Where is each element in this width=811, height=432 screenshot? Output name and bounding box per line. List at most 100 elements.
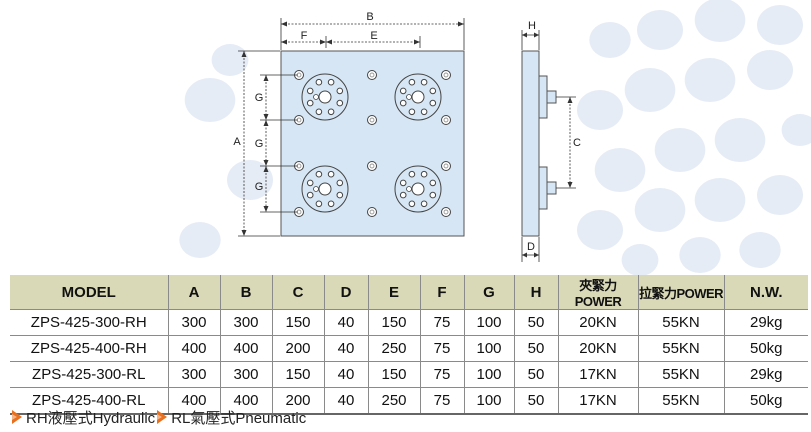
bolt-hole bbox=[399, 191, 407, 199]
mounting-hole-inner bbox=[443, 163, 449, 169]
model-cell: ZPS-425-400-RH bbox=[10, 335, 169, 362]
bolt-hole bbox=[306, 179, 314, 187]
bolt-hole bbox=[336, 99, 344, 107]
value-cell: 40 bbox=[324, 387, 369, 415]
background-dot bbox=[179, 222, 221, 258]
bolt-hole bbox=[408, 170, 416, 178]
background-dot bbox=[634, 188, 686, 232]
bolt-hole bbox=[315, 170, 323, 178]
mounting-hole bbox=[367, 70, 377, 80]
value-cell: 75 bbox=[420, 335, 465, 362]
header-g: G bbox=[464, 275, 515, 310]
value-cell: 50 bbox=[514, 361, 559, 388]
bolt-hole bbox=[306, 87, 314, 95]
header-model: MODEL bbox=[10, 275, 169, 310]
value-cell: 400 bbox=[168, 387, 221, 415]
value-cell: 40 bbox=[324, 335, 369, 362]
bolt-hole bbox=[306, 99, 314, 107]
header-e: E bbox=[368, 275, 421, 310]
bolt-hole bbox=[315, 78, 323, 86]
bolt-hole bbox=[399, 87, 407, 95]
background-dot bbox=[594, 148, 646, 192]
bolt-hole bbox=[420, 170, 428, 178]
value-cell: 50 bbox=[514, 387, 559, 415]
value-cell: 50kg bbox=[724, 335, 808, 362]
legend-pneumatic: RL氣壓式Pneumatic bbox=[171, 409, 307, 427]
dim-label-e: E bbox=[370, 30, 377, 42]
side-pin-top bbox=[546, 90, 557, 104]
side-chuck-bottom bbox=[538, 166, 548, 210]
background-dot bbox=[757, 175, 803, 215]
dim-label-c: C bbox=[573, 137, 581, 149]
value-cell: 250 bbox=[368, 387, 421, 415]
value-cell: 400 bbox=[220, 335, 273, 362]
dim-label-d: D bbox=[527, 241, 535, 253]
mounting-hole-inner bbox=[443, 209, 449, 215]
bolt-hole bbox=[315, 200, 323, 208]
value-cell: 100 bbox=[464, 361, 515, 388]
background-dot bbox=[184, 78, 236, 122]
mounting-hole-inner bbox=[369, 209, 375, 215]
value-cell: 50 bbox=[514, 335, 559, 362]
side-dimension-arrows bbox=[522, 32, 573, 258]
bolt-hole bbox=[420, 200, 428, 208]
value-cell: 200 bbox=[272, 387, 325, 415]
value-cell: 100 bbox=[464, 387, 515, 415]
dimension-arrows bbox=[241, 21, 464, 236]
model-cell: ZPS-425-300-RH bbox=[10, 309, 169, 336]
chuck-center-bore bbox=[411, 182, 425, 196]
value-cell: 100 bbox=[464, 309, 515, 336]
value-cell: 300 bbox=[168, 309, 221, 336]
background-dot bbox=[577, 90, 623, 130]
value-cell: 400 bbox=[220, 387, 273, 415]
value-cell: 17KN bbox=[558, 361, 639, 388]
mounting-hole bbox=[367, 161, 377, 171]
side-pin-bottom bbox=[546, 181, 557, 195]
dimension-lines bbox=[238, 18, 465, 237]
bolt-hole bbox=[408, 108, 416, 116]
value-cell: 250 bbox=[368, 335, 421, 362]
value-cell: 20KN bbox=[558, 309, 639, 336]
bolt-hole bbox=[315, 108, 323, 116]
side-view bbox=[521, 50, 557, 237]
pin-hole bbox=[313, 186, 319, 192]
bolt-hole bbox=[336, 87, 344, 95]
value-cell: 150 bbox=[368, 309, 421, 336]
value-cell: 75 bbox=[420, 309, 465, 336]
mounting-hole-inner bbox=[369, 163, 375, 169]
value-cell: 300 bbox=[220, 309, 273, 336]
chuck-2 bbox=[394, 73, 442, 121]
mounting-hole bbox=[367, 115, 377, 125]
background-dot bbox=[757, 5, 803, 45]
value-cell: 400 bbox=[168, 335, 221, 362]
header-clamping-power: 夾緊力POWER bbox=[558, 275, 639, 310]
value-cell: 100 bbox=[464, 335, 515, 362]
value-cell: 17KN bbox=[558, 387, 639, 415]
model-cell: ZPS-425-400-RL bbox=[10, 387, 169, 415]
dim-label-g-1: G bbox=[255, 92, 264, 104]
value-cell: 75 bbox=[420, 387, 465, 415]
chuck-1 bbox=[301, 73, 349, 121]
background-dot bbox=[781, 114, 811, 146]
bolt-hole bbox=[327, 108, 335, 116]
chuck-center-bore bbox=[318, 182, 332, 196]
bolt-hole bbox=[327, 200, 335, 208]
dim-label-f: F bbox=[301, 30, 308, 42]
bolt-hole bbox=[429, 191, 437, 199]
value-cell: 55KN bbox=[638, 335, 725, 362]
legend-hydraulic: RH液壓式Hydraulic bbox=[26, 409, 156, 427]
mounting-hole bbox=[367, 207, 377, 217]
background-dot bbox=[637, 10, 683, 50]
bolt-hole bbox=[336, 191, 344, 199]
background-dot bbox=[679, 237, 721, 273]
mounting-hole bbox=[441, 207, 451, 217]
background-dot bbox=[589, 22, 631, 58]
background-dot bbox=[621, 244, 659, 276]
bolt-hole bbox=[399, 99, 407, 107]
bolt-hole bbox=[336, 179, 344, 187]
header-d: D bbox=[324, 275, 369, 310]
dim-label-g-2: G bbox=[255, 138, 264, 150]
value-cell: 55KN bbox=[638, 309, 725, 336]
value-cell: 40 bbox=[324, 309, 369, 336]
